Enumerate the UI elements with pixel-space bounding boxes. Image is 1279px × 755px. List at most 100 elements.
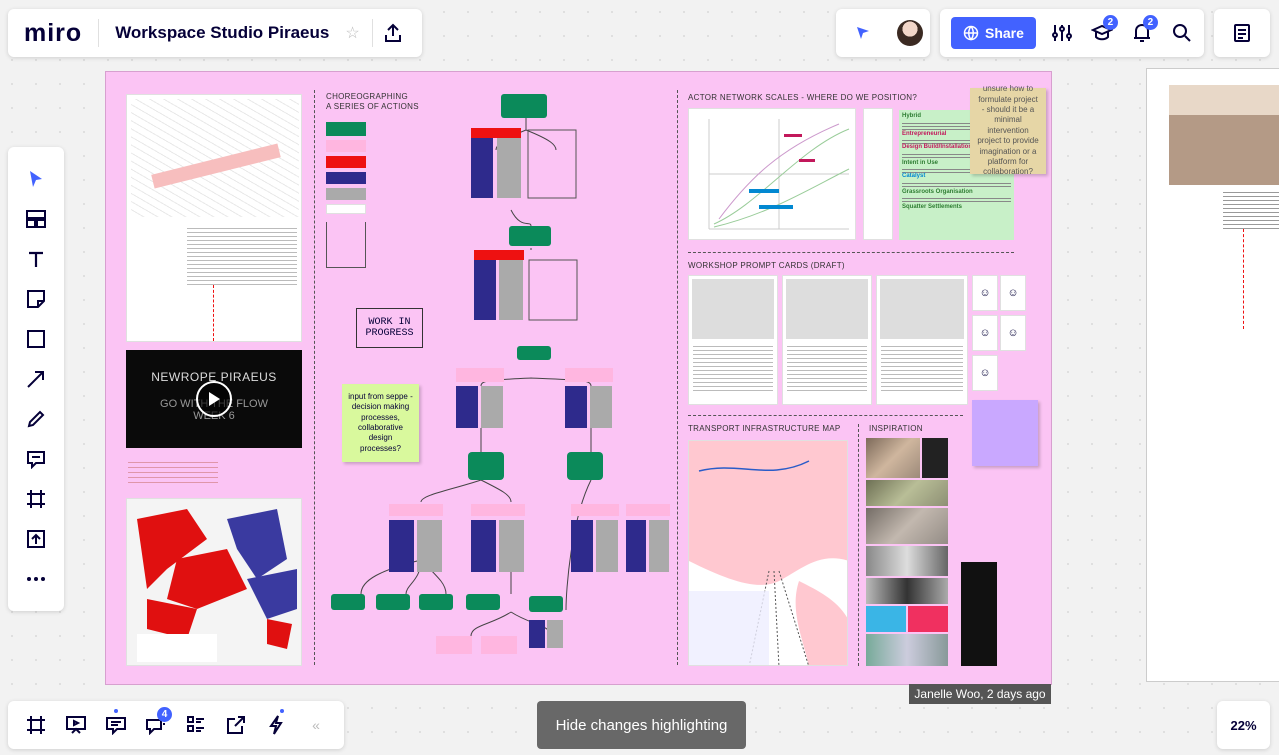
star-icon[interactable]: ☆ bbox=[345, 25, 360, 42]
emoji-cards: ☺ ☺ ☺ ☺ ☺ bbox=[972, 275, 1028, 391]
transport-map[interactable] bbox=[688, 440, 848, 666]
video-player[interactable]: NEWROPE PIRAEUS GO WITH THE FLOW WEEK 6 bbox=[126, 350, 302, 448]
learning-button[interactable]: 2 bbox=[1082, 13, 1122, 53]
settings-button[interactable] bbox=[1042, 13, 1082, 53]
board-header: miro Workspace Studio Piraeus ☆ bbox=[8, 9, 422, 57]
work-in-progress[interactable]: WORK IN PROGRESS bbox=[356, 308, 423, 348]
collapse-toolbar-button[interactable]: « bbox=[296, 705, 336, 745]
share-button[interactable]: Share bbox=[951, 17, 1036, 49]
actor-item: Hybrid bbox=[902, 113, 922, 119]
creation-toolbar bbox=[8, 147, 64, 611]
miro-logo[interactable]: miro bbox=[24, 18, 83, 47]
legend-white bbox=[326, 204, 366, 214]
scale-diagram bbox=[863, 108, 893, 240]
shape-tool[interactable] bbox=[16, 319, 56, 359]
actor-item: Catalyst bbox=[902, 173, 926, 179]
text-tool[interactable] bbox=[16, 239, 56, 279]
play-icon[interactable] bbox=[196, 381, 232, 417]
sticky-note-icon bbox=[27, 290, 45, 308]
site-plan-card[interactable] bbox=[126, 94, 302, 342]
bottom-toolbar: 4 « bbox=[8, 701, 344, 749]
notifications-badge: 2 bbox=[1142, 15, 1158, 30]
presentation-button[interactable] bbox=[56, 705, 96, 745]
board-frame[interactable]: NEWROPE PIRAEUS GO WITH THE FLOW WEEK 6 … bbox=[105, 71, 1052, 685]
transport-title: TRANSPORT INFRASTRUCTURE MAP bbox=[688, 424, 841, 433]
avatar[interactable] bbox=[897, 20, 923, 46]
apps-badge: 2 bbox=[1102, 15, 1118, 30]
actor-chart[interactable] bbox=[688, 108, 856, 240]
board-list-button[interactable] bbox=[176, 705, 216, 745]
pen-icon bbox=[27, 410, 45, 428]
legend-green bbox=[326, 122, 366, 136]
workshop-card-2[interactable] bbox=[782, 275, 872, 405]
list-icon bbox=[187, 716, 204, 732]
workshop-card-3[interactable] bbox=[876, 275, 968, 405]
comment-tool[interactable] bbox=[16, 439, 56, 479]
chevron-double-left-icon: « bbox=[312, 717, 320, 733]
actor-chart-graphic bbox=[708, 119, 850, 230]
work-in-progress-text: WORK IN PROGRESS bbox=[365, 317, 414, 339]
house-diagram bbox=[326, 222, 366, 268]
sticky-purple[interactable] bbox=[972, 400, 1038, 466]
frame-tool[interactable] bbox=[16, 479, 56, 519]
workshop-card-1[interactable] bbox=[688, 275, 778, 405]
square-icon bbox=[27, 330, 45, 348]
workshop-title: WORKSHOP PROMPT CARDS (DRAFT) bbox=[688, 261, 845, 270]
sticky-seppe[interactable]: input from seppe - decision making proce… bbox=[342, 384, 419, 462]
video-notes bbox=[128, 458, 218, 486]
connection-line-tool[interactable] bbox=[16, 359, 56, 399]
legend-navy bbox=[326, 172, 366, 184]
follow-button[interactable] bbox=[843, 13, 883, 53]
divider bbox=[98, 19, 100, 47]
red-map-graphic bbox=[137, 509, 297, 662]
choreo-title: CHOREOGRAPHING A SERIES OF ACTIONS bbox=[326, 92, 419, 112]
sticky-formulate[interactable]: unsure how to formulate project - should… bbox=[970, 84, 1046, 176]
inspiration-title: INSPIRATION bbox=[869, 424, 923, 433]
notifications-button[interactable]: 2 bbox=[1122, 13, 1162, 53]
notes-panel-button[interactable] bbox=[1214, 9, 1270, 57]
search-icon bbox=[1172, 24, 1191, 42]
templates-tool[interactable] bbox=[16, 199, 56, 239]
flowchart[interactable] bbox=[321, 90, 676, 665]
author-tag: Janelle Woo, 2 days ago bbox=[909, 684, 1051, 704]
red-map[interactable] bbox=[126, 498, 302, 666]
graduation-cap-icon bbox=[1090, 24, 1113, 41]
share-screen-button[interactable] bbox=[216, 705, 256, 745]
board-title[interactable]: Workspace Studio Piraeus bbox=[115, 23, 330, 42]
select-tool[interactable] bbox=[16, 159, 56, 199]
video-title-1: NEWROPE PIRAEUS bbox=[151, 370, 277, 384]
export-button[interactable] bbox=[373, 13, 413, 53]
actor-item: Design Build/Installation bbox=[902, 144, 973, 150]
actor-item: Grassroots Organisation bbox=[902, 188, 973, 195]
actor-item: Squatter Settlements bbox=[902, 204, 963, 210]
upload-tool[interactable] bbox=[16, 519, 56, 559]
comment-icon bbox=[27, 451, 45, 469]
zoom-level[interactable]: 22% bbox=[1217, 701, 1270, 749]
upload-icon bbox=[27, 530, 45, 548]
hide-changes-button[interactable]: Hide changes highlighting bbox=[537, 701, 746, 749]
external-link-icon bbox=[227, 716, 245, 734]
inspiration-grid[interactable] bbox=[866, 438, 950, 666]
cursor-flag-icon bbox=[857, 27, 869, 39]
comments-button[interactable]: 4 bbox=[136, 705, 176, 745]
site-plan-text bbox=[187, 225, 297, 285]
notes-button[interactable] bbox=[96, 705, 136, 745]
activity-button[interactable] bbox=[256, 705, 296, 745]
search-button[interactable] bbox=[1162, 13, 1202, 53]
pen-tool[interactable] bbox=[16, 399, 56, 439]
legend-pink bbox=[326, 140, 366, 152]
legend-grey bbox=[326, 188, 366, 200]
actor-title: ACTOR NETWORK SCALES - WHERE DO WE POSIT… bbox=[688, 93, 918, 102]
more-tools[interactable] bbox=[16, 559, 56, 599]
legend-red bbox=[326, 156, 366, 168]
lightning-icon bbox=[269, 715, 283, 735]
sticky-note-tool[interactable] bbox=[16, 279, 56, 319]
actor-item: Intent in Use bbox=[902, 159, 939, 166]
adjacent-frame[interactable] bbox=[1146, 68, 1279, 682]
text-icon bbox=[29, 251, 43, 267]
frame-icon bbox=[27, 716, 45, 734]
divider bbox=[371, 19, 373, 47]
presentation-icon bbox=[66, 716, 86, 734]
adjacent-photo bbox=[1169, 85, 1279, 185]
frames-button[interactable] bbox=[16, 705, 56, 745]
